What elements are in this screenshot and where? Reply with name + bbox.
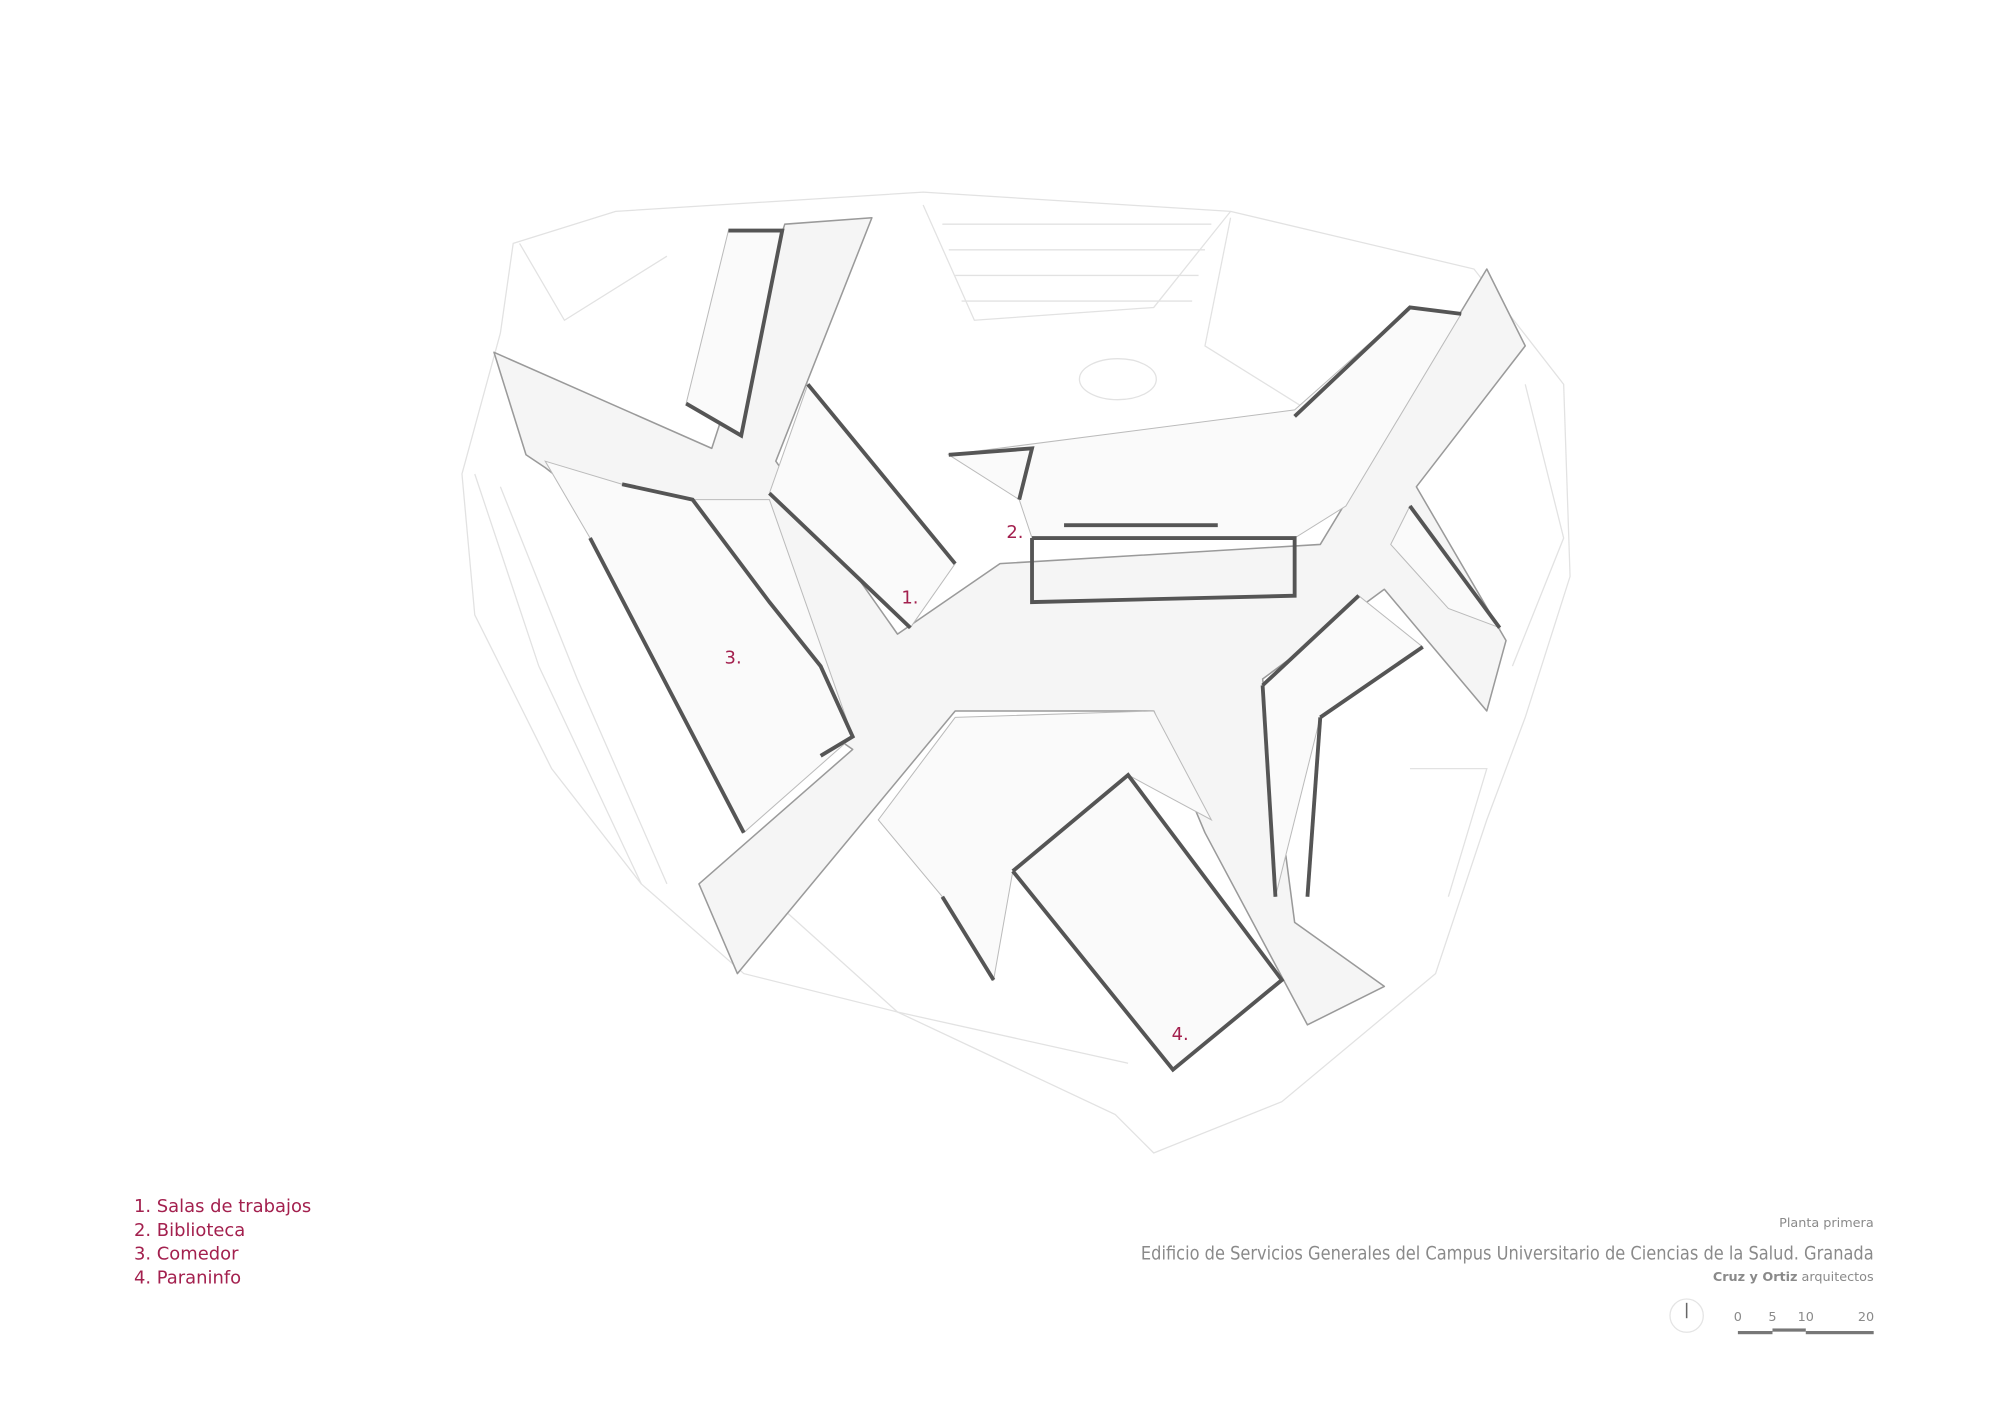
site-context [461,191,1571,1154]
scale-segment [1772,1328,1806,1332]
floor-name: Planta primera [1779,1216,1874,1231]
north-arrow-icon [1669,1298,1704,1333]
architects: Cruz y Ortiz arquitectos [1713,1270,1874,1285]
plan-label-comedor: 3. [725,648,742,669]
scale-bar: 0 5 10 20 [1734,1310,1874,1335]
scale-tick-label: 0 [1734,1310,1742,1325]
legend-item: 1. Salas de trabajos [134,1196,311,1217]
scale-segment [1737,1331,1773,1335]
plan-label-salas: 1. [901,587,918,608]
walls [588,228,1502,1073]
plan-label-paraninfo: 4. [1172,1024,1189,1045]
legend: 1. Salas de trabajos 2. Biblioteca 3. Co… [134,1196,311,1289]
title-block: Planta primera Edificio de Servicios Gen… [1141,1216,1874,1285]
project-title: Edificio de Servicios Generales del Camp… [1141,1243,1874,1264]
legend-item: 4. Paraninfo [134,1268,241,1289]
scale-tick-label: 10 [1798,1310,1814,1325]
legend-item: 2. Biblioteca [134,1220,245,1241]
scale-tick-label: 5 [1768,1310,1776,1325]
scale-segment [1805,1331,1874,1335]
architects-name: Cruz y Ortiz [1713,1270,1798,1285]
legend-item: 3. Comedor [134,1243,239,1264]
scale-tick-label: 20 [1858,1310,1874,1325]
architects-suffix: arquitectos [1797,1270,1874,1285]
plan-label-biblioteca: 2. [1006,522,1023,543]
